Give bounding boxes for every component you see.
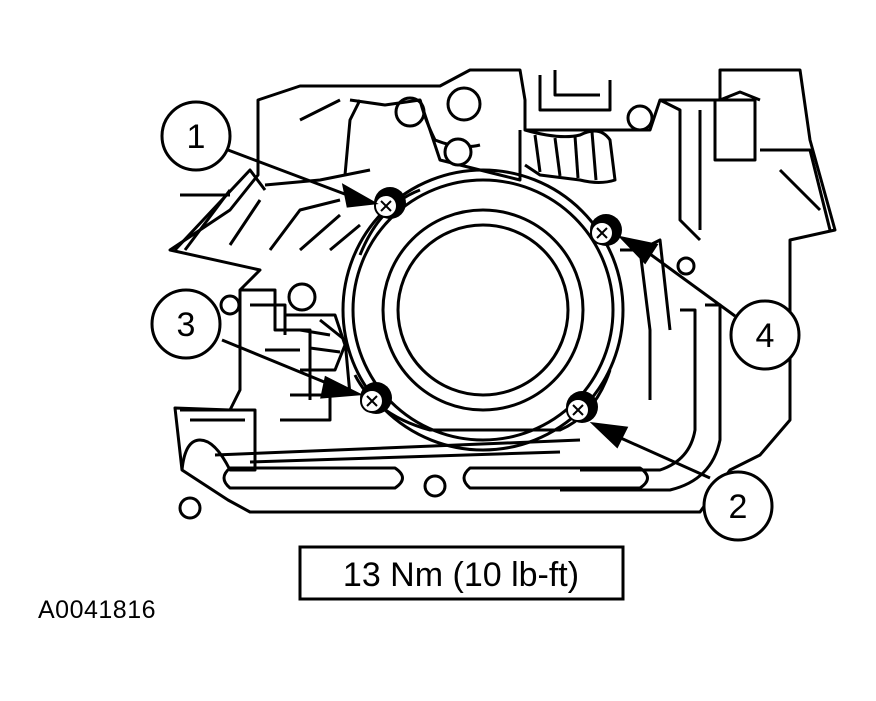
callout-2: 2: [702, 470, 774, 542]
housing-outline: [168, 68, 837, 514]
housing-holes: [178, 86, 696, 520]
callout-1: 1: [160, 100, 232, 172]
leader-line-1: [227, 148, 351, 198]
bolt-1: [374, 187, 406, 219]
bolt-4: [590, 214, 622, 246]
leader-line-2: [613, 433, 711, 480]
arrowhead-2: [589, 421, 629, 449]
pump-cover: [341, 168, 625, 452]
leader-line-4: [649, 252, 736, 318]
callout-4-label: 4: [756, 317, 775, 355]
torque-spec-box: 13 Nm (10 lb-ft): [298, 545, 625, 601]
callout-2-label: 2: [729, 488, 748, 526]
callout-3-label: 3: [177, 306, 196, 344]
callout-1-label: 1: [187, 118, 206, 156]
bolt-3: [360, 382, 392, 414]
arrowhead-3: [320, 375, 364, 399]
bolt-2: [566, 391, 598, 423]
housing-bolts: [287, 104, 654, 312]
torque-spec-text: 13 Nm (10 lb-ft): [343, 556, 579, 594]
arrowhead-4: [617, 235, 659, 265]
leader-line-3: [221, 338, 335, 388]
callout-3: 3: [150, 288, 222, 360]
leader-lines: [221, 148, 736, 480]
figure-id: A0041816: [38, 596, 157, 624]
arrowhead-1: [341, 183, 379, 208]
callout-4: 4: [729, 299, 801, 371]
